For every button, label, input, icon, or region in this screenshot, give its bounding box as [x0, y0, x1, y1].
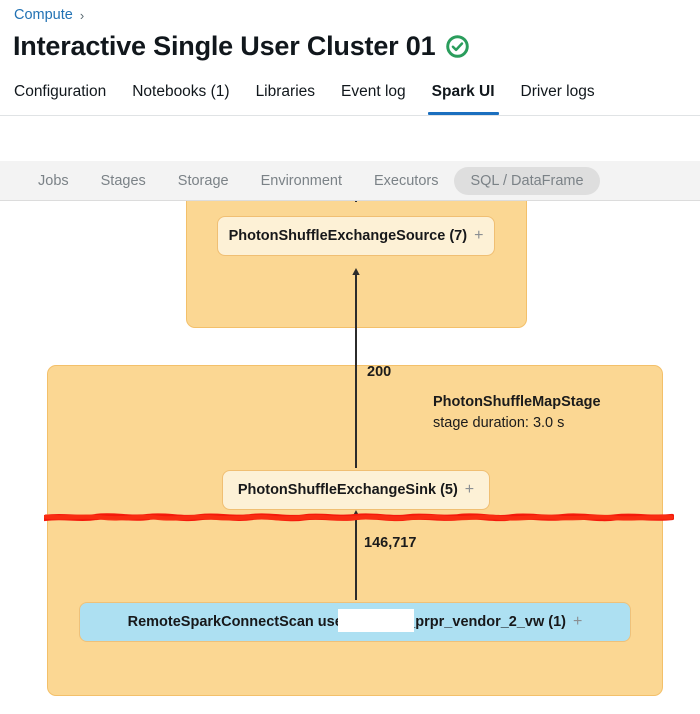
node-photon-shuffle-exchange-source[interactable]: PhotonShuffleExchangeSource (7) + [217, 216, 495, 256]
subtab-storage[interactable]: Storage [177, 172, 229, 189]
breadcrumb: Compute › [14, 7, 84, 23]
check-circle-icon [446, 34, 470, 58]
tab-spark-ui[interactable]: Spark UI [419, 78, 508, 115]
breadcrumb-link-compute[interactable]: Compute [14, 7, 73, 23]
page-title-row: Interactive Single User Cluster 01 [13, 31, 470, 61]
tab-libraries[interactable]: Libraries [255, 83, 316, 100]
stage-duration-label: stage duration: 3.0 s [433, 414, 565, 431]
tab-driver-logs[interactable]: Driver logs [520, 83, 595, 100]
expand-plus-icon[interactable]: + [464, 481, 475, 498]
spark-dag-diagram: 200 146,717 PhotonShuffleMapStage stage … [0, 186, 700, 714]
tab-configuration[interactable]: Configuration [14, 83, 107, 100]
subtab-environment[interactable]: Environment [260, 172, 342, 189]
node-photon-shuffle-exchange-sink[interactable]: PhotonShuffleExchangeSink (5) + [222, 470, 490, 510]
tab-event-log[interactable]: Event log [341, 83, 406, 100]
subtab-jobs[interactable]: Jobs [38, 172, 69, 189]
tab-notebooks[interactable]: Notebooks (1) [132, 83, 230, 100]
node-label: PhotonShuffleExchangeSource (7) [228, 228, 468, 244]
redaction-block [338, 609, 414, 632]
subtab-stages[interactable]: Stages [100, 172, 146, 189]
node-label: PhotonShuffleExchangeSink (5) [237, 482, 458, 498]
chevron-right-icon: › [79, 7, 85, 23]
spark-ui-subnav: Jobs Stages Storage Environment Executor… [0, 161, 700, 201]
cluster-tabs: Configuration Notebooks (1) Libraries Ev… [0, 78, 700, 116]
node-label-prefix: RemoteSparkConnectScan users.ja [127, 614, 373, 630]
edge-label-row-count-146717: 146,717 [364, 535, 417, 551]
stage-metadata-photon-shuffle-map: PhotonShuffleMapStage stage duration: 3.… [433, 392, 601, 433]
stage-name-label: PhotonShuffleMapStage [433, 394, 601, 410]
node-label-suffix: nd.fs_prpr_vendor_2_vw (1) [372, 614, 567, 630]
subtab-sql-dataframe[interactable]: SQL / DataFrame [454, 166, 600, 195]
expand-plus-icon[interactable]: + [474, 227, 484, 244]
edge-label-row-count-200: 200 [367, 364, 392, 380]
subtab-executors[interactable]: Executors [374, 172, 439, 189]
page-title: Interactive Single User Cluster 01 [13, 31, 436, 61]
expand-plus-icon[interactable]: + [573, 613, 583, 630]
